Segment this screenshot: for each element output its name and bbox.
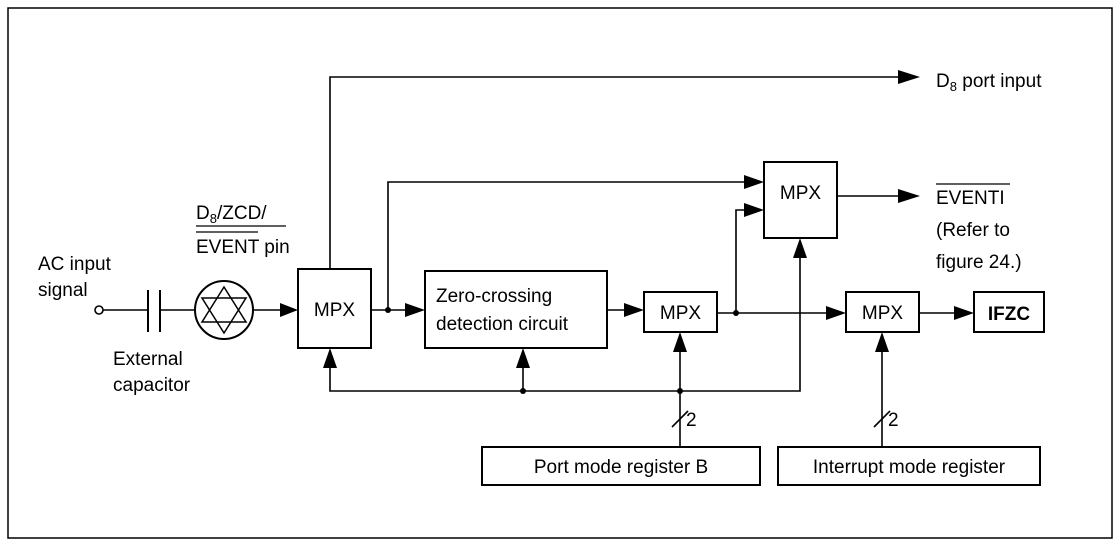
port-mode-register-box bbox=[481, 446, 761, 486]
ac-input-label-line2: signal bbox=[38, 280, 88, 301]
zcd-label-line2: detection circuit bbox=[436, 314, 569, 335]
arrow-into-mpx2-control bbox=[673, 332, 687, 352]
wire-to-d8-port bbox=[329, 76, 900, 269]
mpx2-box bbox=[643, 291, 718, 333]
wire-bypass-to-mpx-top bbox=[387, 181, 752, 310]
arrow-into-mpx3-control bbox=[793, 238, 807, 258]
port-mode-register-label: Port mode register B bbox=[534, 457, 708, 478]
pin-label-line2: EVENT pin bbox=[196, 237, 290, 258]
wire-control-bus bbox=[329, 250, 801, 392]
bus-width-tick-2 bbox=[873, 410, 891, 428]
arrow-into-mpx-top-1 bbox=[744, 175, 764, 189]
mpx3-label: MPX bbox=[780, 183, 822, 204]
ifzc-box bbox=[973, 291, 1045, 333]
wire-mpx2-to-mpx-top bbox=[735, 209, 752, 313]
eventi-label: EVENTI bbox=[936, 188, 1005, 209]
mpx3-box bbox=[763, 161, 838, 239]
bus-width-tick-1 bbox=[671, 410, 689, 428]
pin-label-line1: D8/ZCD/ bbox=[196, 203, 267, 226]
arrow-eventi bbox=[898, 189, 920, 203]
interrupt-mode-register-label: Interrupt mode register bbox=[813, 457, 1006, 478]
external-capacitor-label-line2: capacitor bbox=[113, 375, 191, 396]
mpx4-box bbox=[845, 291, 920, 333]
arrow-into-zcd-control bbox=[516, 348, 530, 368]
arrow-into-mpx4 bbox=[826, 306, 846, 320]
arrow-into-mpx1-control bbox=[323, 348, 337, 368]
arrow-into-mpx2 bbox=[624, 303, 644, 317]
diagram-frame bbox=[7, 7, 1113, 539]
mpx1-box bbox=[297, 268, 372, 349]
bus-width-label-2: 2 bbox=[888, 410, 899, 431]
external-capacitor-symbol bbox=[147, 290, 195, 332]
pin-symbol bbox=[194, 280, 254, 340]
input-terminal bbox=[94, 305, 148, 315]
external-capacitor-label-line1: External bbox=[113, 349, 183, 370]
refer-label-line2: figure 24.) bbox=[936, 252, 1022, 273]
ac-input-label-line1: AC input bbox=[38, 254, 112, 275]
arrow-d8-port bbox=[898, 70, 920, 84]
arrow-into-mpx-top-2 bbox=[744, 203, 764, 217]
bus-width-label-1: 2 bbox=[686, 410, 697, 431]
zcd-label-line1: Zero-crossing bbox=[436, 286, 552, 307]
arrow-into-mpx1 bbox=[280, 303, 298, 317]
refer-label-line1: (Refer to bbox=[936, 220, 1010, 241]
arrow-into-zcd bbox=[405, 303, 425, 317]
d8-port-input-label: D8 port input bbox=[936, 71, 1042, 94]
mpx2-label: MPX bbox=[660, 303, 702, 324]
mpx4-label: MPX bbox=[862, 303, 904, 324]
arrow-into-ifzc bbox=[954, 306, 974, 320]
arrow-into-mpx4-control bbox=[875, 332, 889, 352]
mpx1-label: MPX bbox=[314, 300, 356, 321]
ifzc-label: IFZC bbox=[988, 304, 1030, 325]
interrupt-mode-register-box bbox=[777, 446, 1041, 486]
zero-crossing-circuit-box bbox=[424, 270, 608, 349]
